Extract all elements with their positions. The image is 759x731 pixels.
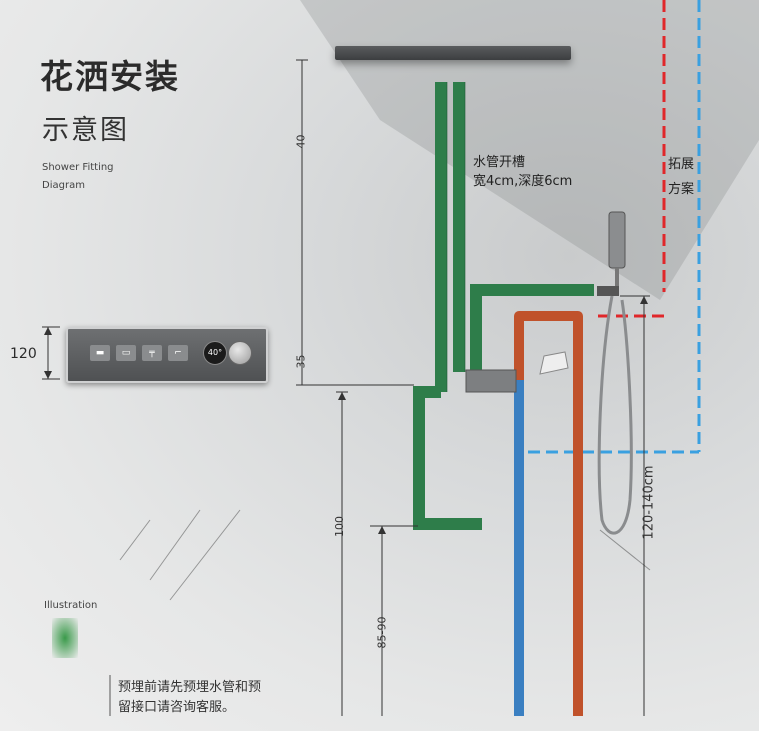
- handheld-height-label: 120-140cm: [641, 465, 657, 540]
- page-subtitle: 示意图: [42, 115, 129, 146]
- inner-span-label: 85-90: [375, 616, 389, 649]
- footer-note: 预埋前请先预埋水管和预 留接口请咨询客服。: [118, 678, 261, 718]
- groove-detail: 宽4cm,深度6cm: [473, 174, 573, 189]
- hot-water-pipe: [514, 311, 583, 716]
- handheld-shower-head: [608, 211, 626, 269]
- green-pipe: [413, 82, 594, 530]
- mid-span-label: 35: [294, 354, 308, 369]
- groove-title: 水管开槽: [473, 155, 526, 170]
- footer-line-2: 留接口请咨询客服。: [118, 700, 236, 715]
- panel-button-3: ╤: [142, 345, 162, 361]
- tub-spout: [539, 351, 569, 375]
- control-knob-icon: [228, 341, 252, 365]
- shower-hose: [597, 295, 633, 535]
- subtitle-en-1: Shower Fitting: [42, 162, 114, 173]
- expand-label-1: 拓展: [668, 157, 695, 172]
- subtitle-en-2: Diagram: [42, 180, 85, 191]
- top-span-label: 40: [294, 134, 308, 149]
- panel-button-1: ▬: [90, 345, 110, 361]
- panel-button-2: ▭: [116, 345, 136, 361]
- panel-button-4: ⌐: [168, 345, 188, 361]
- footer-green-mark: [52, 618, 78, 658]
- mixer-valve: [465, 369, 517, 393]
- control-panel: ▬ ▭ ╤ ⌐ 40°: [66, 327, 268, 383]
- page-title: 花洒安装: [40, 57, 180, 96]
- extension-blue-dash: [528, 0, 701, 454]
- shower-holder: [597, 286, 619, 296]
- lower-span-label: 100: [333, 516, 346, 537]
- temperature-display: 40°: [203, 341, 227, 365]
- ceiling-rain-shower: [335, 46, 571, 60]
- expand-label-2: 方案: [668, 182, 695, 197]
- footer-line-1: 预埋前请先预埋水管和预: [118, 680, 262, 695]
- panel-height-label: 120: [10, 346, 37, 362]
- footer-caption-en: Illustration: [44, 600, 98, 611]
